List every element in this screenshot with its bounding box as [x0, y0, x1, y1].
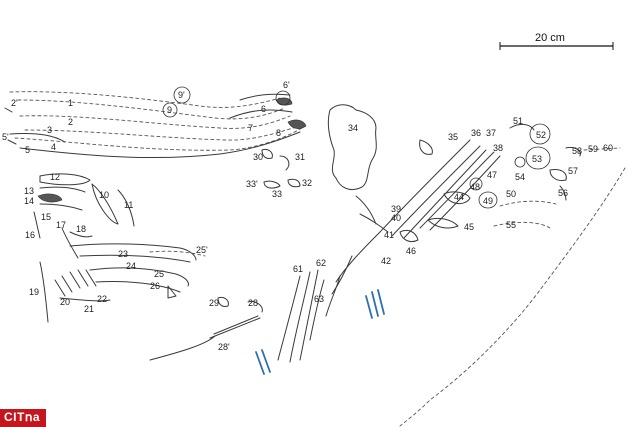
- label-2-prime: 2': [11, 98, 18, 108]
- label-40: 40: [391, 213, 401, 223]
- label-13: 13: [24, 186, 34, 196]
- label-1: 1: [68, 98, 73, 108]
- label-41: 41: [384, 230, 394, 240]
- label-44: 44: [454, 192, 464, 202]
- label-18: 18: [76, 224, 86, 234]
- label-14: 14: [24, 196, 34, 206]
- label-36: 36: [471, 128, 481, 138]
- label-58: 58: [572, 146, 582, 156]
- label-24: 24: [126, 261, 136, 271]
- label-28: 28: [248, 298, 258, 308]
- label-35: 35: [448, 132, 458, 142]
- label-2: 2: [68, 117, 73, 127]
- label-59: 59: [588, 144, 598, 154]
- label-50: 50: [506, 189, 516, 199]
- label-16: 16: [25, 230, 35, 240]
- label-42: 42: [381, 256, 391, 266]
- scale-bar-label: 20 cm: [535, 32, 565, 44]
- label-19: 19: [29, 287, 39, 297]
- label-20: 20: [60, 297, 70, 307]
- label-45: 45: [464, 222, 474, 232]
- label-5: 5: [25, 145, 30, 155]
- figure-labels: 1 2 2' 3 4 5 5' 6 6' 7 8 9 9' 10 11 12 1…: [2, 80, 613, 352]
- label-63: 63: [314, 294, 324, 304]
- label-48: 48: [470, 182, 480, 192]
- engraving-center-diagonal: [277, 139, 501, 363]
- label-5-prime: 5': [2, 132, 9, 142]
- label-9: 9: [167, 105, 172, 115]
- engraving-34-outline: [327, 104, 377, 191]
- label-6: 6: [261, 104, 266, 114]
- label-26: 26: [150, 281, 160, 291]
- label-25-prime: 25': [196, 245, 208, 255]
- label-52: 52: [536, 130, 546, 140]
- site-logo-text: CIT𝗇a: [4, 410, 41, 424]
- label-3: 3: [47, 125, 52, 135]
- label-51: 51: [513, 116, 523, 126]
- label-57: 57: [568, 166, 578, 176]
- label-12: 12: [50, 172, 60, 182]
- label-6-prime: 6': [283, 80, 290, 90]
- label-17: 17: [56, 220, 66, 230]
- label-38: 38: [493, 143, 503, 153]
- label-60: 60: [603, 143, 613, 153]
- label-30: 30: [253, 152, 263, 162]
- label-39: 39: [391, 204, 401, 214]
- label-61: 61: [293, 264, 303, 274]
- label-53: 53: [532, 154, 542, 164]
- label-29: 29: [209, 298, 219, 308]
- label-9-prime: 9': [178, 90, 185, 100]
- label-54: 54: [515, 172, 525, 182]
- engraving-left-group: [33, 173, 206, 323]
- label-8: 8: [276, 128, 281, 138]
- label-32: 32: [302, 178, 312, 188]
- label-46: 46: [406, 246, 416, 256]
- scale-bar: 20 cm: [499, 32, 614, 50]
- label-23: 23: [118, 249, 128, 259]
- label-62: 62: [316, 258, 326, 268]
- label-33-prime: 33': [246, 179, 258, 189]
- label-7: 7: [248, 123, 253, 133]
- label-49: 49: [483, 196, 493, 206]
- label-47: 47: [487, 170, 497, 180]
- site-logo-badge: CIT𝗇a: [0, 409, 46, 427]
- label-33: 33: [272, 189, 282, 199]
- label-55: 55: [506, 220, 516, 230]
- label-11: 11: [124, 200, 133, 210]
- label-37: 37: [486, 128, 496, 138]
- engraving-bands-upper-left: [4, 91, 307, 159]
- label-22: 22: [97, 294, 107, 304]
- label-21: 21: [84, 304, 94, 314]
- engraving-center-small: [149, 86, 301, 361]
- blue-marks: [255, 289, 385, 375]
- label-56: 56: [558, 188, 568, 198]
- engraving-right-group: [399, 123, 621, 243]
- label-28-prime: 28': [218, 342, 230, 352]
- label-4: 4: [51, 142, 56, 152]
- label-31: 31: [295, 152, 305, 162]
- label-34: 34: [348, 123, 358, 133]
- label-25: 25: [154, 269, 164, 279]
- label-10: 10: [99, 190, 109, 200]
- label-15: 15: [41, 212, 51, 222]
